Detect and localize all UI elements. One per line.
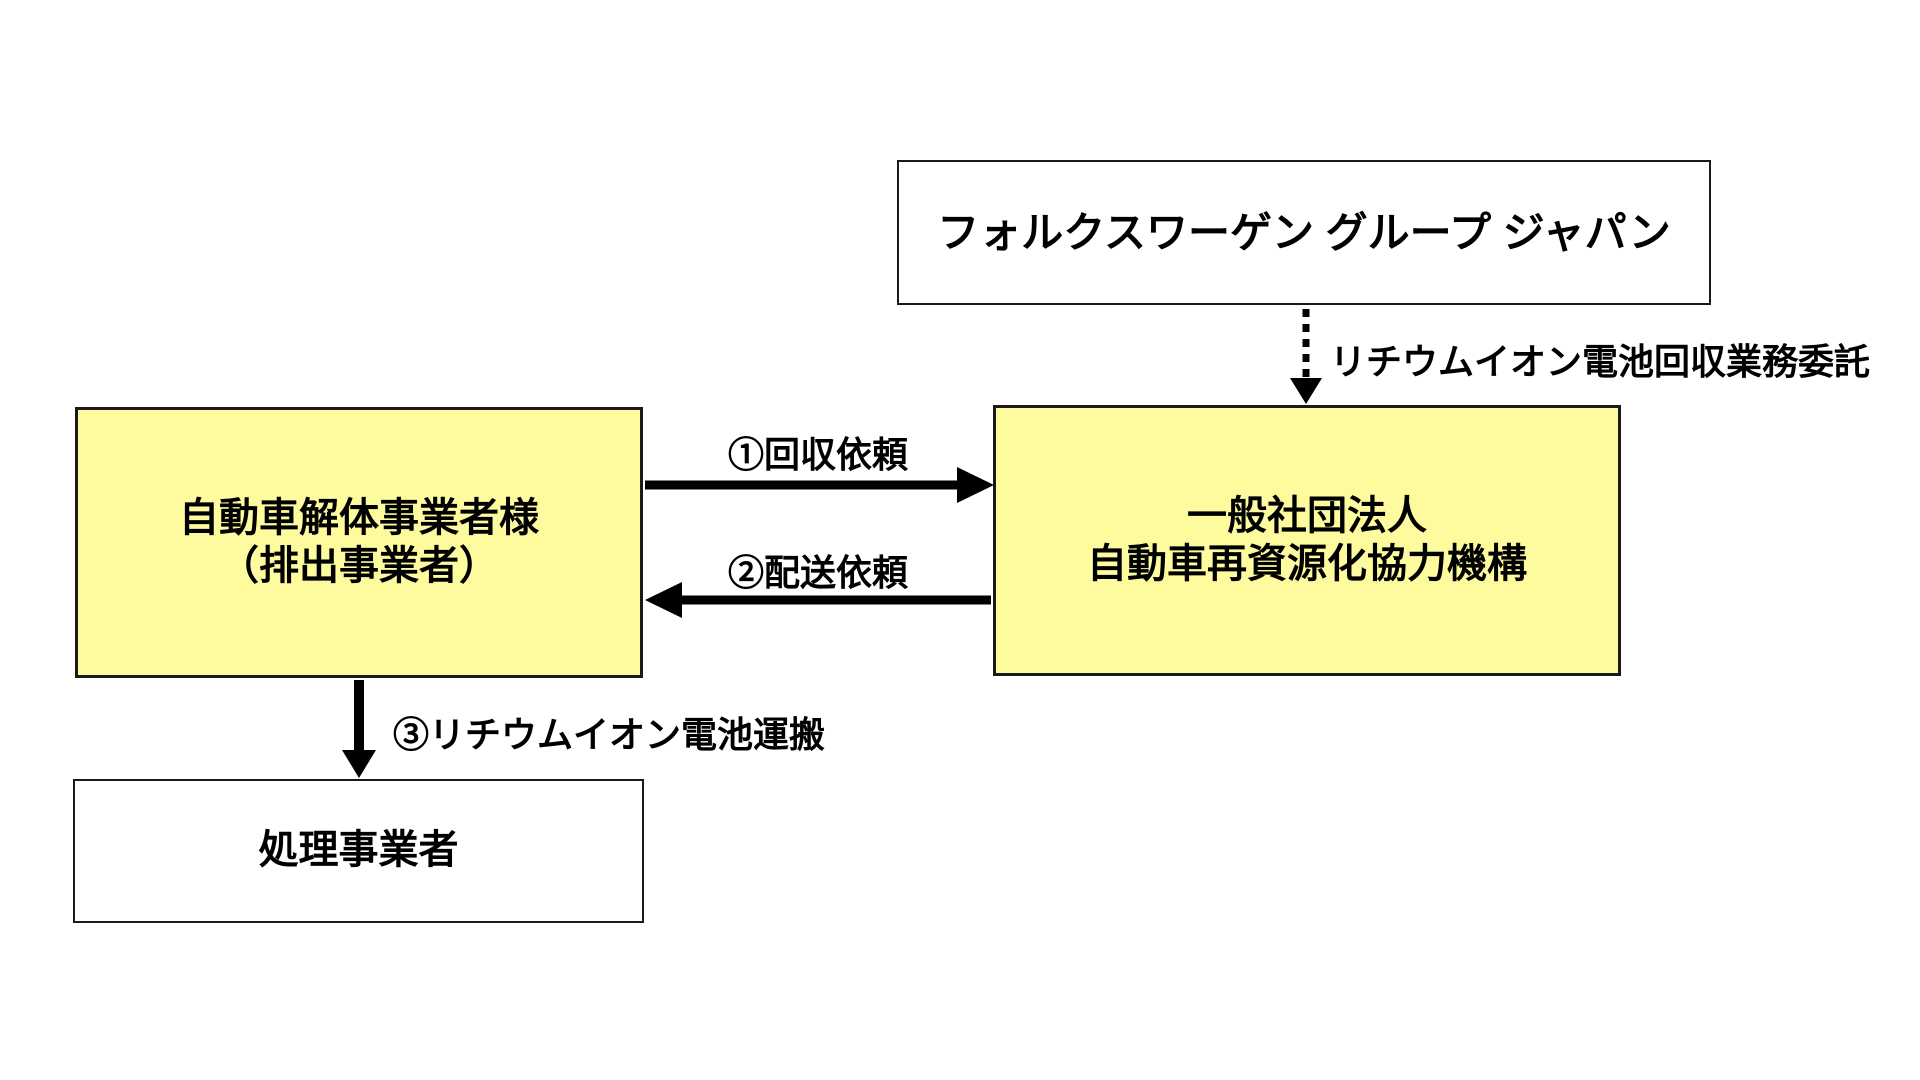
step2-left-arrow [645, 582, 991, 618]
node-label-line1: 一般社団法人 [1187, 494, 1427, 539]
edge-label-step2: ②配送依頼 [727, 552, 908, 593]
edge-label-step1: ①回収依頼 [727, 434, 908, 475]
node-recycling-organization: 一般社団法人 自動車再資源化協力機構 [993, 405, 1621, 676]
node-label: 処理事業者 [258, 828, 459, 873]
node-label-line2: 自動車再資源化協力機構 [1087, 541, 1527, 586]
step1-right-arrow [645, 467, 994, 503]
step3-down-arrow [342, 680, 376, 778]
node-label-line1: 自動車解体事業者様 [179, 496, 539, 541]
node-volkswagen-group-japan: フォルクスワーゲン グループ ジャパン [897, 160, 1711, 305]
node-label-line2: （排出事業者） [219, 543, 499, 588]
node-label: フォルクスワーゲン グループ ジャパン [937, 208, 1671, 256]
node-dismantler: 自動車解体事業者様 （排出事業者） [75, 407, 643, 678]
edge-label-step3: ③リチウムイオン電池運搬 [393, 714, 826, 755]
node-processor: 処理事業者 [73, 779, 644, 923]
edge-label-consignment: リチウムイオン電池回収業務委託 [1330, 341, 1871, 382]
dotted-down-arrow [1290, 309, 1322, 404]
